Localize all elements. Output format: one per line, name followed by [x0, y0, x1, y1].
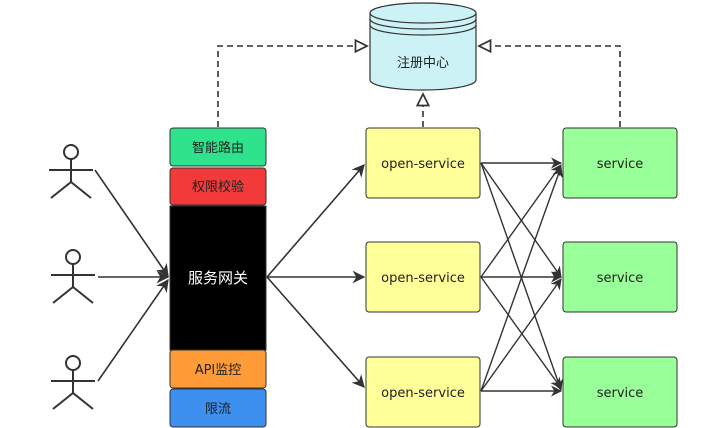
- person-icon: [63, 144, 79, 160]
- open-service-label-3: open-service: [381, 386, 465, 401]
- service-label-3: service: [597, 386, 644, 401]
- open-service-box-3: [365, 356, 481, 428]
- service-box-3: [562, 356, 678, 428]
- band-ratelimit-label: 限流: [205, 402, 231, 417]
- gateway-label: 服务网关: [188, 269, 248, 287]
- open-service-box-2: [365, 241, 481, 313]
- user-2: [51, 249, 95, 304]
- service-label-2: service: [597, 271, 644, 286]
- user-1: [49, 144, 93, 199]
- service-box-2: [562, 241, 678, 313]
- open-service-label-1: open-service: [381, 157, 465, 172]
- registry-label: 注册中心: [397, 56, 449, 71]
- band-ratelimit: [169, 388, 267, 428]
- band-monitor: [169, 349, 267, 389]
- band-routing: [169, 127, 267, 167]
- band-routing-label: 智能路由: [192, 140, 244, 156]
- band-monitor-label: API监控: [195, 363, 242, 378]
- service-label-1: service: [597, 157, 644, 172]
- user-arrows: [94, 169, 170, 382]
- person-icon: [65, 249, 81, 265]
- user-3: [51, 355, 95, 410]
- gateway: 智能路由 权限校验 服务网关 API监控 限流: [169, 127, 267, 428]
- registry-links: [217, 46, 621, 127]
- service-group: service service service: [562, 127, 678, 428]
- band-auth: [169, 167, 267, 206]
- open-service-group: open-service open-service open-service: [365, 127, 481, 428]
- service-mesh-arrows: [480, 157, 563, 397]
- service-box-1: [562, 127, 678, 199]
- registry: 注册中心: [369, 2, 477, 91]
- open-service-label-2: open-service: [381, 271, 465, 286]
- band-auth-label: 权限校验: [192, 179, 244, 195]
- person-icon: [65, 355, 81, 371]
- gateway-arrows: [266, 164, 366, 388]
- open-service-box-1: [365, 127, 481, 199]
